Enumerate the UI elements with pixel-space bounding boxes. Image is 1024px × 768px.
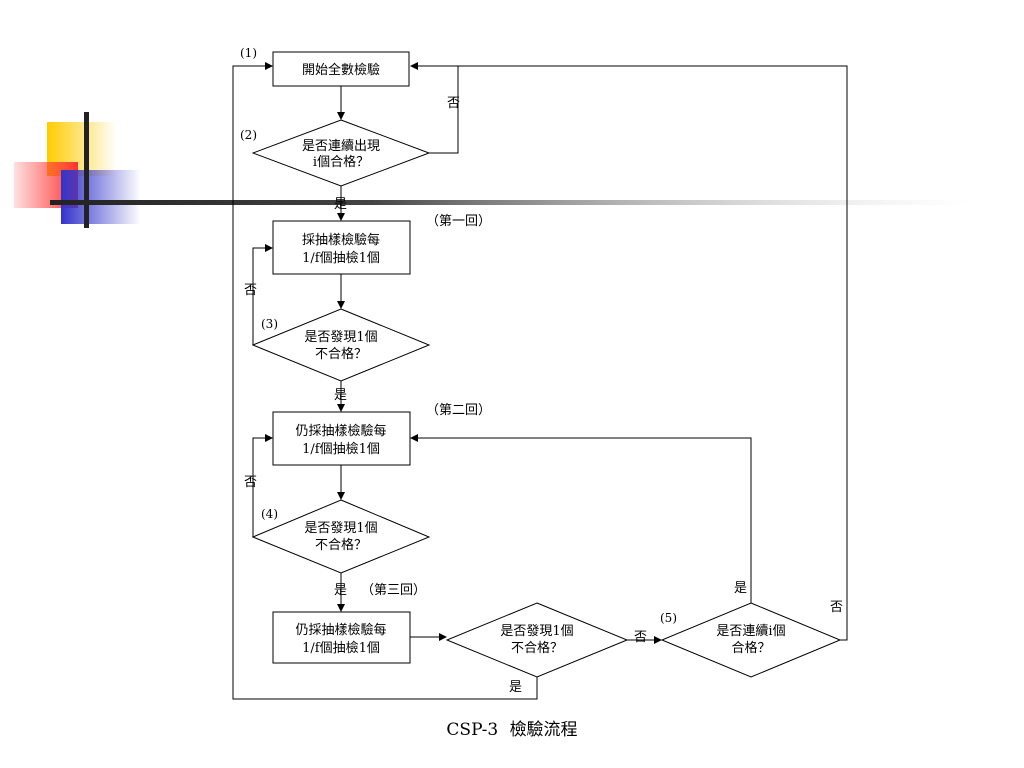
edge-label-dlast-yes: 是	[509, 680, 522, 695]
edge-label-d5-no: 否	[830, 600, 843, 615]
edge-label-dlast-no: 否	[634, 630, 647, 645]
edge-label-d2-yes: 是	[334, 197, 347, 212]
sampling-box-2-line1: 仍採抽樣檢驗每	[295, 423, 386, 439]
decision-last-shape	[445, 602, 629, 678]
step-number-2: (2)	[240, 128, 257, 142]
sampling-box-3-line2: 1/f個抽檢1個	[302, 640, 380, 656]
decision-last-line1: 是否發現1個	[500, 624, 573, 639]
edge-label-d5-yes: 是	[734, 581, 747, 596]
decision-5-line2: 合格？	[731, 640, 770, 656]
edge-label-d2-no: 否	[447, 96, 460, 111]
decision-2-line2: i個合格？	[313, 154, 369, 170]
decision-3-line1: 是否發現1個	[304, 330, 377, 345]
sampling-box-1-line1: 採抽樣檢驗每	[302, 232, 380, 248]
start-box-label: 開始全數檢驗	[302, 62, 380, 78]
figure-caption: CSP-3 檢驗流程	[0, 715, 1024, 740]
step-number-5: (5)	[660, 611, 677, 625]
round-label-3: （第三回）	[361, 583, 426, 598]
step-number-1: (1)	[240, 46, 257, 60]
sampling-box-2-line2: 1/f個抽檢1個	[302, 441, 380, 457]
decision-5-shape	[660, 602, 842, 678]
edge-d5-no	[458, 65, 848, 641]
decision-4-line2: 不合格？	[315, 537, 367, 553]
round-label-1: （第一回）	[426, 214, 491, 229]
edge-dlast-yes	[232, 62, 538, 700]
decision-3-shape	[251, 308, 431, 382]
decision-5-line1: 是否連續i個	[716, 624, 785, 639]
edge-d4-no	[252, 434, 273, 537]
deco-vertical-line	[84, 112, 89, 228]
decision-last-line2: 不合格？	[511, 640, 563, 656]
caption-code: CSP-3	[446, 720, 499, 740]
step-number-3: (3)	[261, 317, 278, 331]
sampling-box-1-line2: 1/f個抽檢1個	[302, 250, 380, 266]
edge-d2-no	[410, 62, 459, 154]
decision-2-line1: 是否連續出現	[302, 139, 380, 154]
deco-blue-square	[61, 170, 141, 224]
decision-3-line2: 不合格？	[315, 346, 367, 362]
edge-label-d3-yes: 是	[334, 388, 347, 403]
edge-label-d4-yes: 是	[334, 583, 347, 598]
edge-d5-yes	[410, 434, 752, 603]
decision-4-line1: 是否發現1個	[304, 521, 377, 536]
step-number-4: (4)	[261, 507, 278, 521]
caption-title: 檢驗流程	[509, 720, 578, 740]
round-label-2: （第二回）	[426, 403, 491, 418]
sampling-box-3-line1: 仍採抽樣檢驗每	[295, 622, 386, 638]
edge-d3-no	[252, 244, 273, 345]
edge-label-d4-no: 否	[244, 475, 257, 490]
deco-horizontal-line	[50, 200, 970, 205]
edge-label-d3-no: 否	[244, 283, 257, 298]
decision-4-shape	[251, 499, 431, 574]
